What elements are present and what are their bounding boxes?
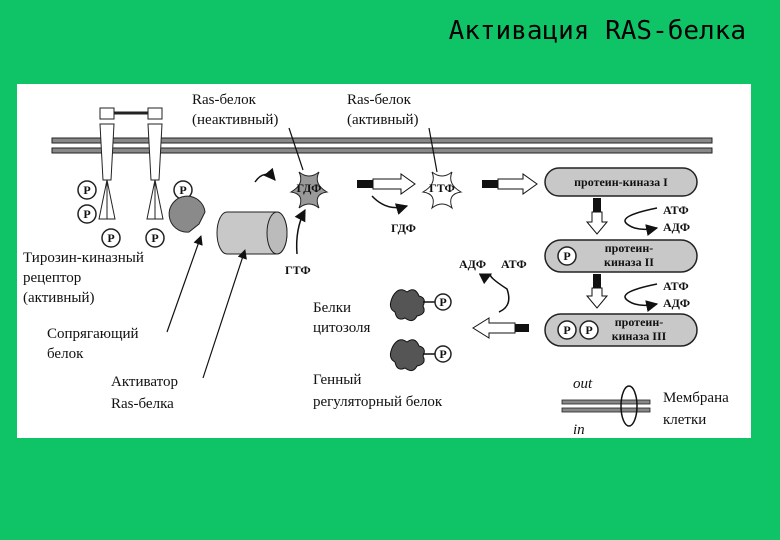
cell-membrane <box>51 137 713 154</box>
phosphate-group: P <box>101 228 121 248</box>
label-ras-active-2: (активный) <box>347 112 419 128</box>
pointer-line <box>202 249 247 379</box>
gtp-binding-arrow <box>294 208 306 255</box>
svg-text:P: P <box>563 323 570 337</box>
arrow-kinase2-to-kinase3 <box>585 274 609 309</box>
phosphate-group: P <box>145 228 165 248</box>
label-receptor-2: рецептор <box>23 270 81 286</box>
svg-text:протеин-: протеин- <box>605 241 653 255</box>
gdp-release-arrow <box>371 195 409 215</box>
svg-text:P: P <box>179 183 186 197</box>
label-cytosol-2: цитозоля <box>313 320 371 336</box>
atp-adp-arrow <box>624 207 659 236</box>
rotation-arrow <box>254 167 276 183</box>
ras-activation-diagram: P P P P P P ГДФ ГТФ <box>17 84 751 438</box>
adp-label-1: АДФ <box>663 220 690 234</box>
atp-label-2: АТФ <box>663 279 689 293</box>
svg-text:протеин-киназа I: протеин-киназа I <box>574 175 668 189</box>
arrow-ras-to-active <box>357 173 416 195</box>
cytosolic-protein: P <box>389 289 452 322</box>
phosphate-group: P <box>77 180 97 200</box>
pointer-line <box>428 127 438 173</box>
atp-label-3: АТФ <box>501 257 527 271</box>
pointer-line <box>166 235 203 333</box>
membrane-legend: out in Мембрана клетки <box>561 376 729 438</box>
label-out: out <box>573 376 593 392</box>
label-membrane-2: клетки <box>663 412 706 428</box>
label-receptor-3: (активный) <box>23 290 95 306</box>
label-activator-1: Активатор <box>111 374 178 390</box>
svg-text:P: P <box>439 295 446 309</box>
adp-label-3: АДФ <box>459 257 486 271</box>
pointer-line <box>288 127 304 171</box>
atp-label-1: АТФ <box>663 203 689 217</box>
tyrosine-kinase-receptor <box>98 107 164 220</box>
gene-regulatory-protein: P <box>389 339 452 372</box>
svg-text:P: P <box>563 249 570 263</box>
protein-kinase-2: P протеин- киназа II <box>544 239 698 273</box>
svg-text:P: P <box>439 347 446 361</box>
svg-text:протеин-: протеин- <box>615 315 663 329</box>
label-adaptor-1: Сопрягающий <box>47 326 139 342</box>
arrow-kinase1-to-kinase2 <box>585 198 609 235</box>
label-membrane-1: Мембрана <box>663 390 729 406</box>
label-ras-inactive-1: Ras-белок <box>192 92 257 108</box>
label-ras-inactive-2: (неактивный) <box>192 112 278 128</box>
arrow-active-to-kinase1 <box>482 173 538 195</box>
gdp-released: ГДФ <box>391 221 416 235</box>
svg-text:P: P <box>83 207 90 221</box>
protein-kinase-1: протеин-киназа I <box>544 167 698 197</box>
label-gene-2: регуляторный белок <box>313 394 443 410</box>
svg-text:P: P <box>83 183 90 197</box>
atp-adp-arrow <box>478 273 510 313</box>
gdp-on-ras: ГДФ <box>297 181 322 195</box>
svg-text:P: P <box>151 231 158 245</box>
slide-title: Активация RAS-белка <box>448 16 746 46</box>
gtp-on-ras: ГТФ <box>429 181 455 195</box>
adaptor-protein <box>168 195 206 233</box>
label-activator-2: Ras-белка <box>111 396 174 412</box>
svg-text:киназа III: киназа III <box>612 329 667 343</box>
label-cytosol-1: Белки <box>313 300 351 316</box>
label-adaptor-2: белок <box>47 346 84 362</box>
adp-label-2: АДФ <box>663 296 690 310</box>
ras-inactive: ГДФ <box>289 171 329 209</box>
svg-text:киназа II: киназа II <box>604 255 654 269</box>
gtp-incoming: ГТФ <box>285 263 311 277</box>
phosphate-group: P <box>77 204 97 224</box>
svg-text:P: P <box>585 323 592 337</box>
label-ras-active-1: Ras-белок <box>347 92 412 108</box>
atp-adp-arrow <box>624 283 659 312</box>
ras-active: ГТФ <box>421 171 463 210</box>
label-gene-1: Генный <box>313 372 361 388</box>
arrow-kinase3-to-targets <box>472 317 529 339</box>
label-in: in <box>573 422 585 438</box>
ras-activator <box>216 211 288 255</box>
svg-text:P: P <box>107 231 114 245</box>
label-receptor-1: Тирозин-киназный <box>23 250 144 266</box>
protein-kinase-3: P P протеин- киназа III <box>544 313 698 347</box>
